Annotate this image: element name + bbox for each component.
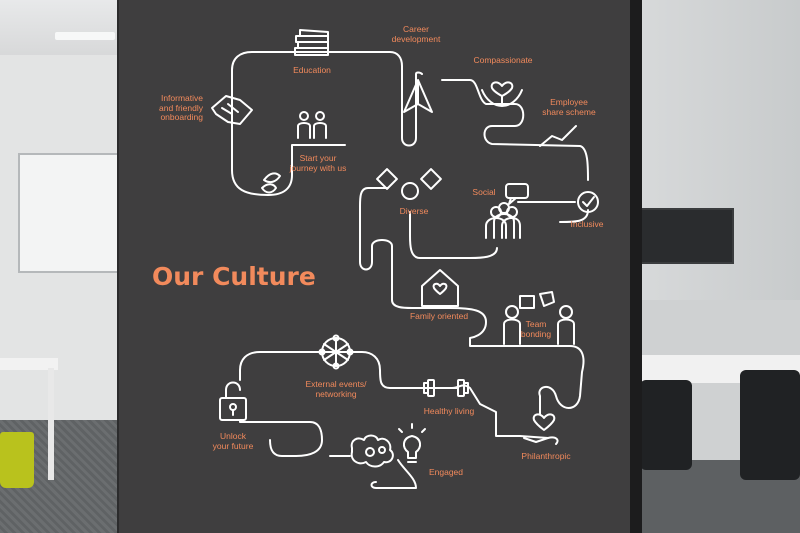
label-engaged: Engaged <box>428 467 464 477</box>
hands-shape <box>481 89 523 107</box>
leaf-shape <box>261 183 277 194</box>
label-healthy-living: Healthy living <box>423 406 475 416</box>
office-chair <box>740 370 800 480</box>
culture-path-line <box>231 51 423 196</box>
label-social: Social <box>472 187 496 197</box>
culture-path-line <box>329 455 417 489</box>
label-unlock-future: Unlock your future <box>212 431 254 451</box>
label-external-events: External events/ networking <box>305 379 367 399</box>
culture-path-line <box>239 419 323 457</box>
label-education: Education <box>293 65 331 75</box>
wall-monitor <box>638 208 734 264</box>
poster-edge <box>630 0 642 533</box>
label-team-bonding: Team bonding <box>520 319 552 339</box>
label-philanthropic: Philanthropic <box>521 451 571 461</box>
heart-shape <box>490 81 514 97</box>
culture-path-line <box>239 351 549 439</box>
culture-path-line <box>359 187 585 415</box>
label-start-journey: Start your journey with us <box>289 153 347 173</box>
label-family-oriented: Family oriented <box>409 311 469 321</box>
paper-plane-shape <box>403 79 433 113</box>
label-diverse: Diverse <box>399 206 429 216</box>
leaf-shape <box>263 172 281 184</box>
brain-shape <box>350 434 394 468</box>
handshake-shape <box>211 95 253 125</box>
culture-poster <box>119 0 639 533</box>
desk <box>0 358 58 370</box>
culture-path-line <box>267 144 346 196</box>
ceiling-light <box>55 32 115 40</box>
poster-title: Our Culture <box>152 262 316 291</box>
desk-leg <box>48 368 54 480</box>
culture-path-line <box>409 211 498 259</box>
label-informative-onboarding: Informative and friendly onboarding <box>159 93 203 122</box>
label-compassionate: Compassionate <box>473 55 533 65</box>
recycling-bin <box>0 432 34 488</box>
house-shape <box>421 269 459 307</box>
culture-path-line <box>441 79 589 181</box>
office-chair <box>640 380 692 470</box>
label-employee-share-scheme: Employee share scheme <box>542 97 596 117</box>
label-career-development: Career development <box>391 24 441 44</box>
label-inclusive: Inclusive <box>570 219 604 229</box>
